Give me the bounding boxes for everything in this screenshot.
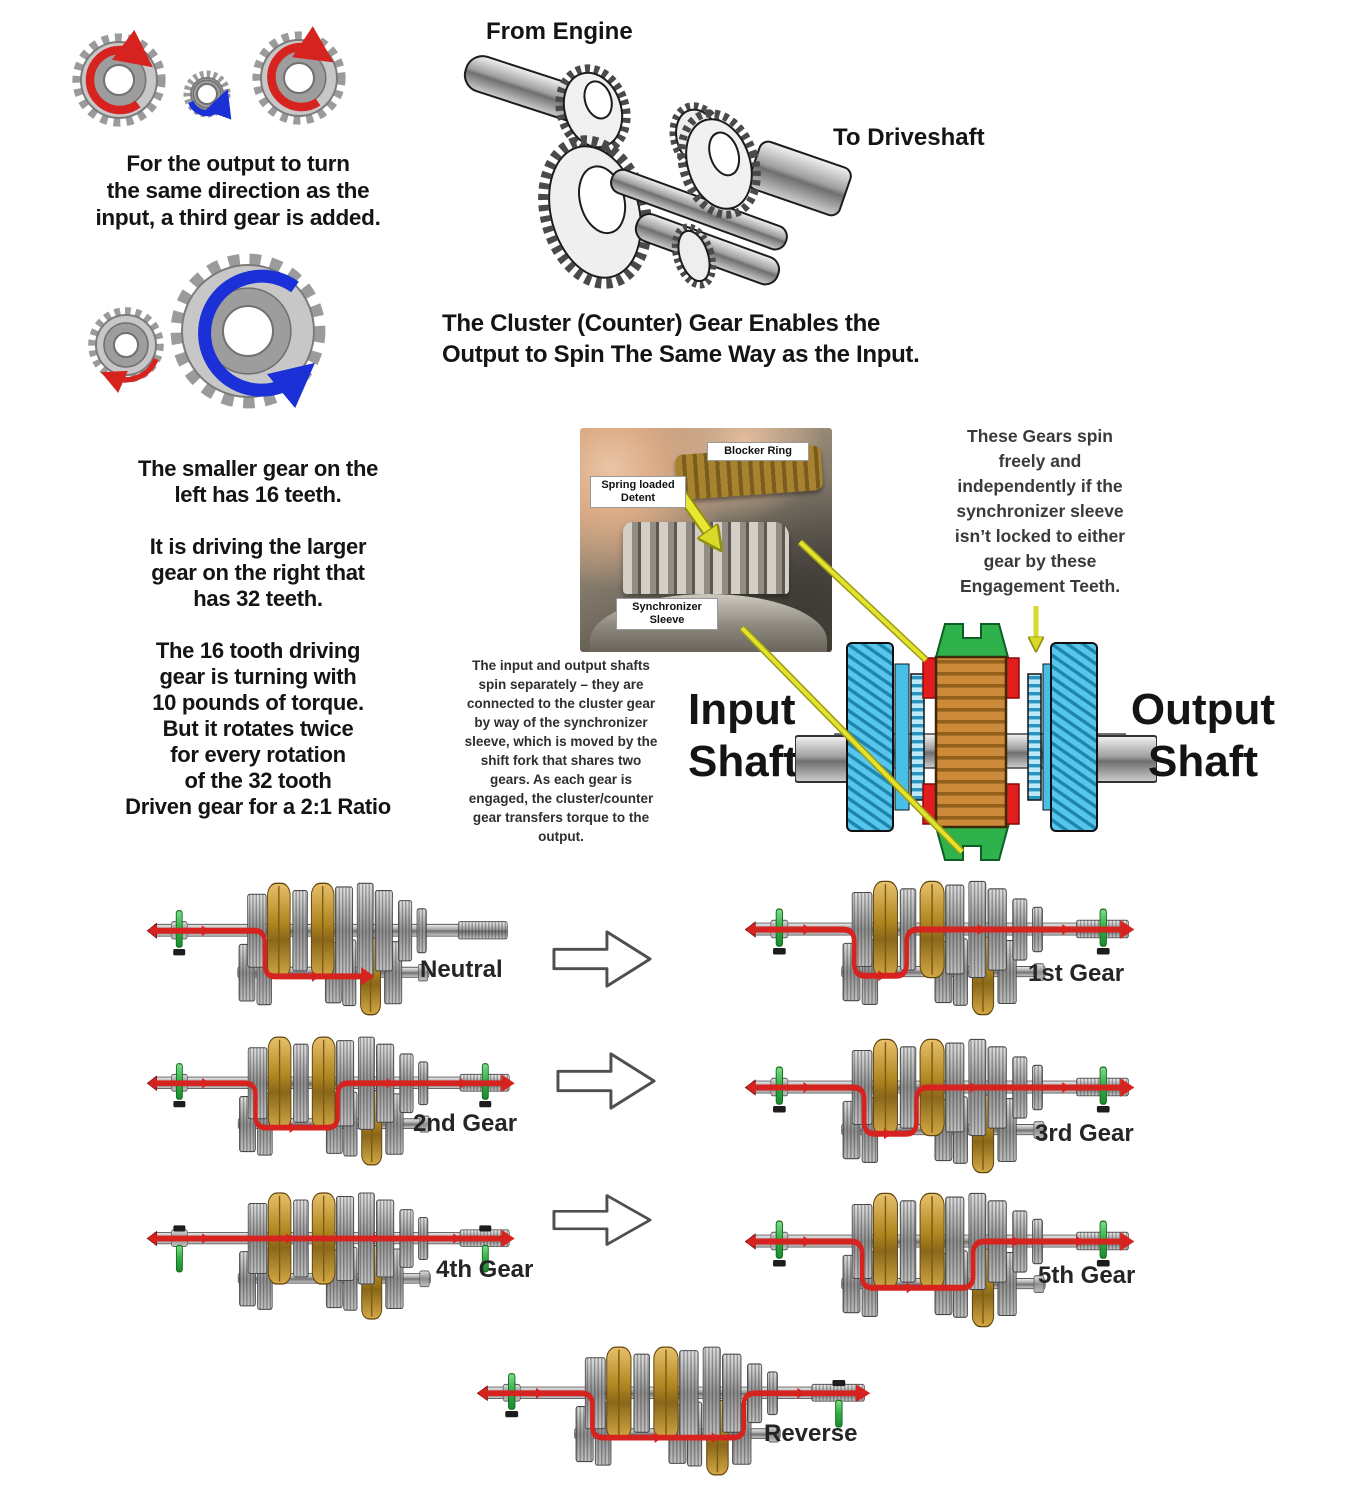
output-shaft-label: Output Shaft: [1130, 685, 1276, 786]
flow-arrow-row1: [552, 928, 654, 990]
flow-arrow-row2: [556, 1050, 658, 1112]
gear-position-label-neutral: Neutral: [420, 956, 503, 983]
cluster-gear-illustration: [455, 40, 855, 315]
synchronizer-diagram: [795, 616, 1157, 868]
gearbox-figure-1st: [744, 874, 1140, 1022]
gear-position-label-4th: 4th Gear: [436, 1256, 534, 1283]
three-gear-train-illustration: [55, 14, 355, 154]
spring-detent-label: Spring loaded Detent: [590, 476, 686, 508]
from-engine-label: From Engine: [486, 18, 633, 45]
blocker-ring-label: Blocker Ring: [707, 442, 809, 461]
ratio-paragraph-1: The smaller gear on the left has 16 teet…: [137, 456, 379, 507]
synchronizer-photo: Blocker Ring Spring loaded Detent Synchr…: [580, 428, 832, 652]
gearbox-figure-reverse: [476, 1340, 876, 1482]
intro-caption: For the output to turn the same directio…: [95, 151, 381, 230]
gearbox-figure-neutral: [146, 876, 518, 1022]
gear-ratio-text: The smaller gear on the left has 16 teet…: [88, 456, 428, 820]
gearbox-figure-2nd: [146, 1030, 520, 1172]
gear-position-label-5th: 5th Gear: [1038, 1262, 1136, 1289]
cluster-caption: The Cluster (Counter) Gear Enables the O…: [442, 310, 920, 368]
gear-position-label-2nd: 2nd Gear: [413, 1110, 518, 1137]
ratio-paragraph-2: It is driving the larger gear on the rig…: [149, 534, 367, 611]
shaft-note-text: The input and output shafts spin separat…: [464, 658, 658, 844]
ratio-paragraph-3: The 16 tooth driving gear is turning wit…: [125, 638, 391, 819]
synchronizer-sleeve-label: Synchronizer Sleeve: [616, 598, 718, 630]
gear-position-label-3rd: 3rd Gear: [1035, 1120, 1134, 1147]
gears-note-text: These Gears spin freely and independentl…: [954, 426, 1126, 596]
to-driveshaft-label: To Driveshaft: [833, 124, 985, 151]
gear-position-label-reverse: Reverse: [764, 1420, 858, 1447]
gearbox-figure-4th: [146, 1186, 520, 1326]
gear-position-label-1st: 1st Gear: [1028, 960, 1125, 987]
two-gear-pair-illustration: [70, 243, 335, 415]
flow-arrow-row3: [552, 1192, 654, 1248]
detent-arrow-icon: [675, 488, 832, 652]
gearbox-figure-5th: [744, 1186, 1140, 1334]
gearbox-figure-3rd: [744, 1032, 1140, 1180]
